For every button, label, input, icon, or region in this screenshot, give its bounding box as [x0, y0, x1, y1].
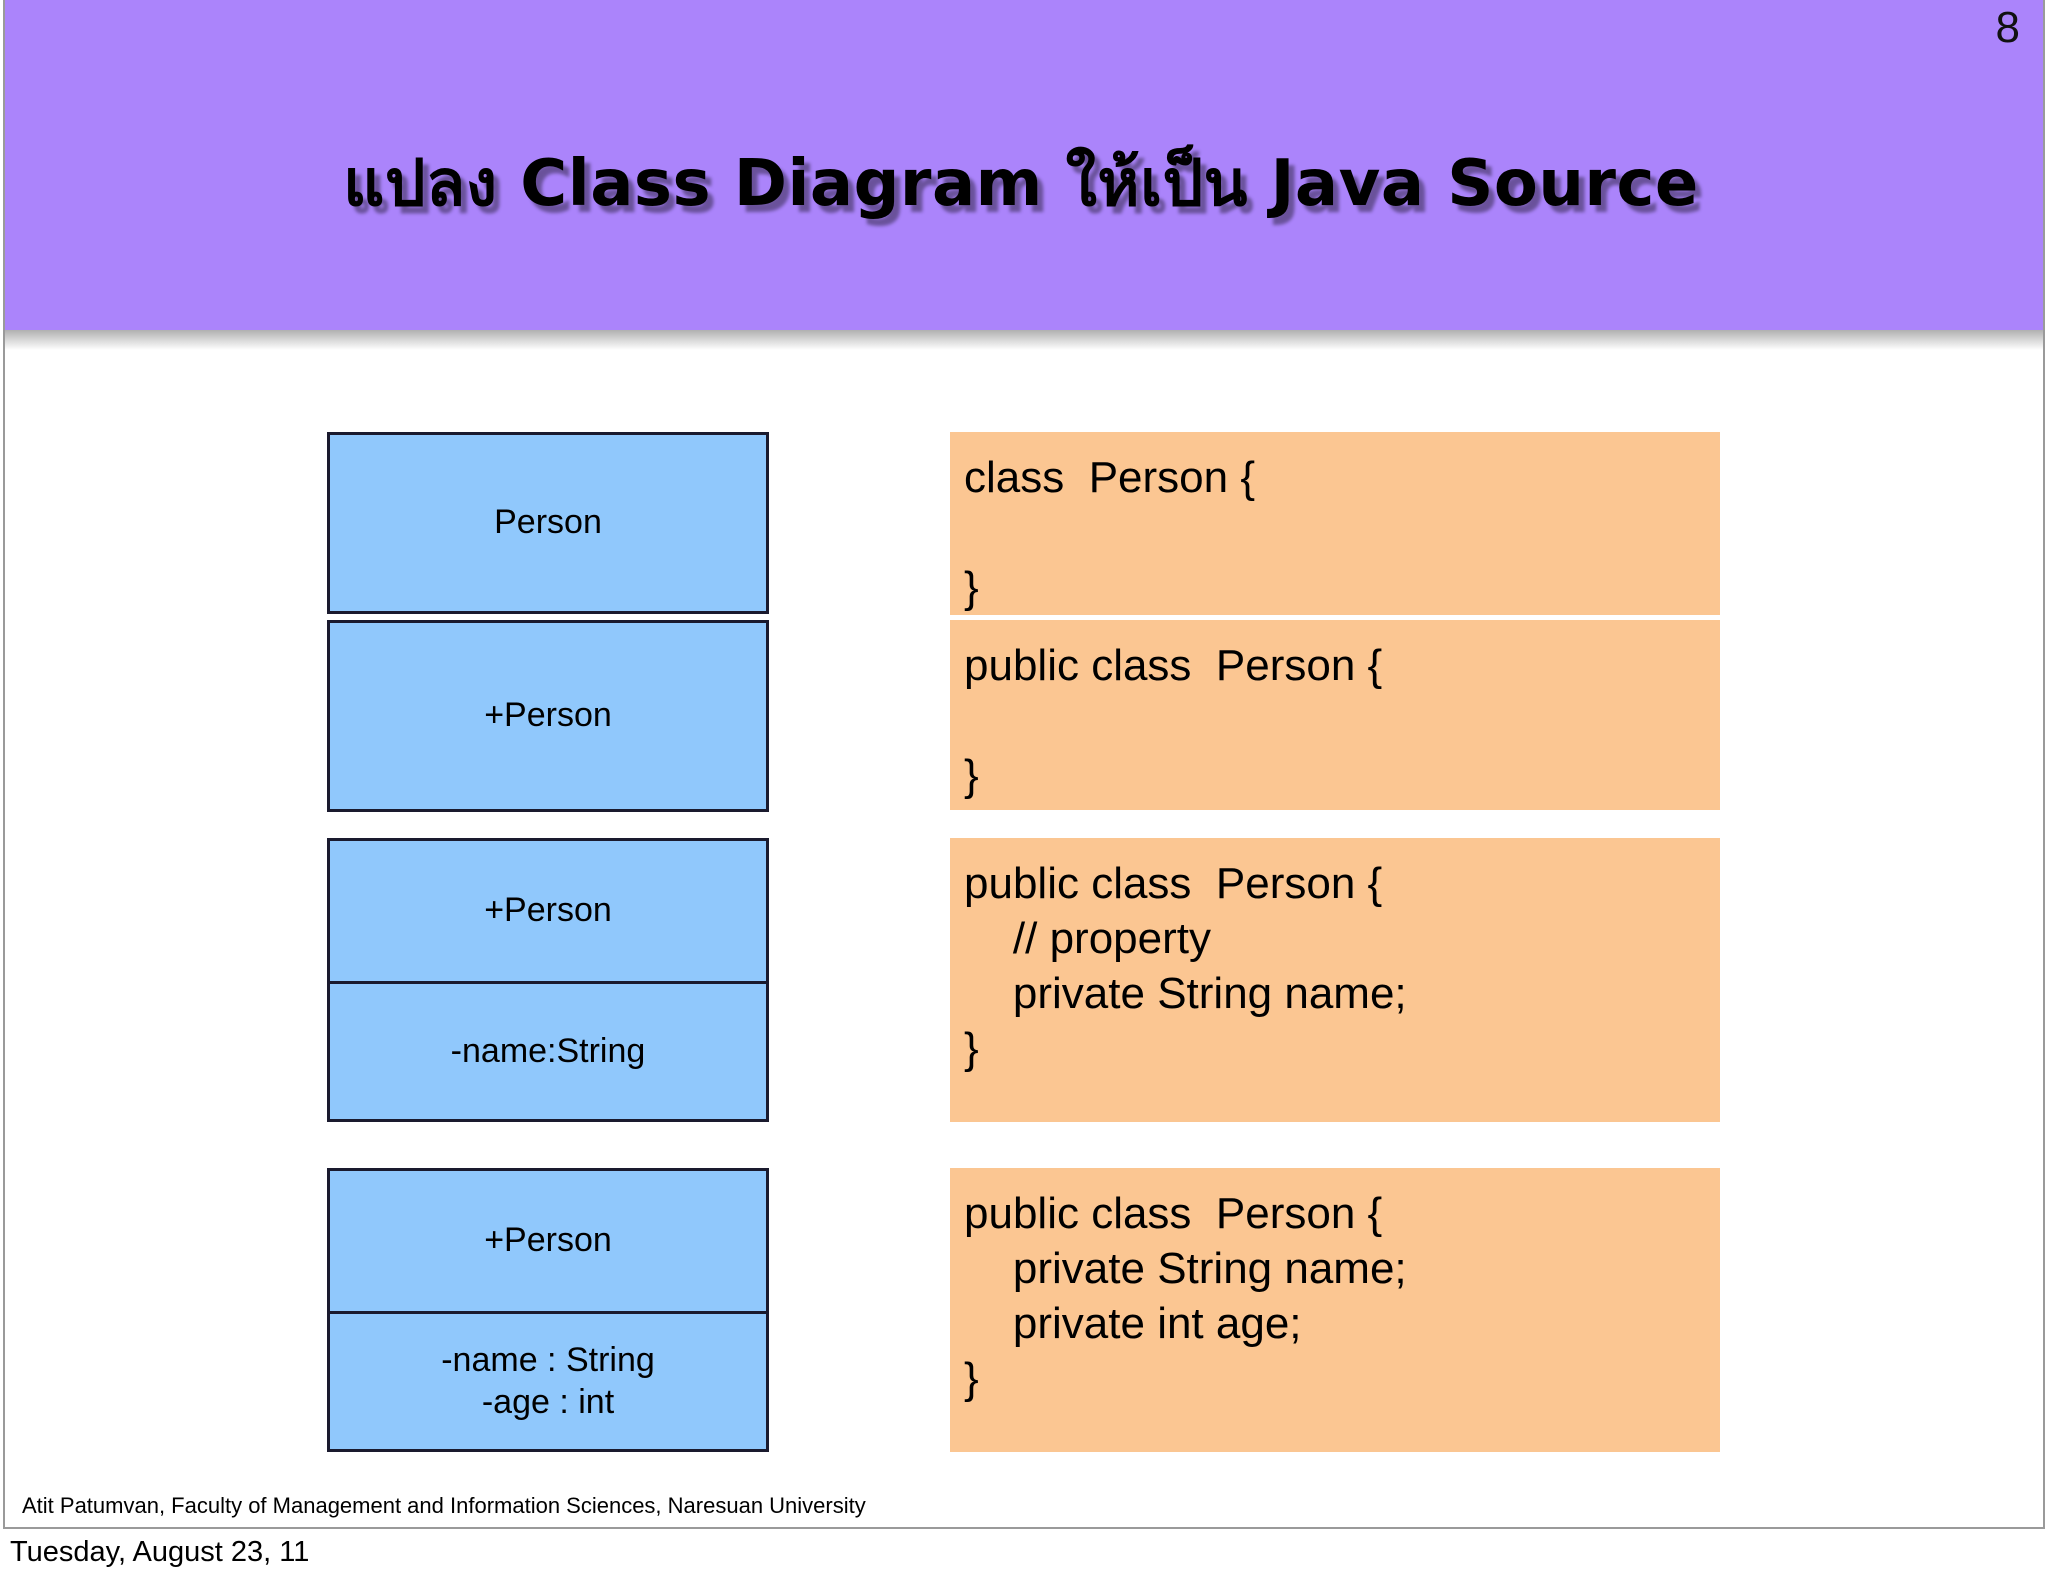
- java-code-box-2: public class Person { }: [950, 620, 1720, 810]
- uml-attributes-compartment: -name : String -age : int: [330, 1311, 766, 1449]
- uml-class-name-text: +Person: [484, 891, 612, 930]
- code-line: class Person {: [964, 453, 1256, 502]
- uml-attribute-text: -name : String: [441, 1341, 655, 1380]
- uml-class-name-text: +Person: [484, 1221, 612, 1260]
- uml-class-name-compartment: +Person: [330, 841, 766, 981]
- uml-class-name-compartment: Person: [330, 435, 766, 611]
- slide-header-band: [3, 0, 2045, 330]
- uml-attribute-text: -age : int: [481, 1382, 615, 1421]
- slide-content: Person class Person { } +Person public c…: [327, 432, 1720, 1452]
- java-code-box-3: public class Person { // property privat…: [950, 838, 1720, 1122]
- uml-class-name-text: Person: [494, 503, 602, 542]
- uml-class-box-3: +Person -name:String: [327, 838, 769, 1122]
- footer-date: Tuesday, August 23, 11: [10, 1536, 310, 1568]
- uml-class-name-compartment: +Person: [330, 1171, 766, 1311]
- java-code-box-1: class Person { }: [950, 432, 1720, 615]
- code-line: public class Person {: [964, 859, 1383, 908]
- code-line: public class Person {: [964, 1189, 1383, 1238]
- uml-class-box-4: +Person -name : String -age : int: [327, 1168, 769, 1452]
- header-drop-shadow: [3, 330, 2045, 350]
- footer-credit: Atit Patumvan, Faculty of Management and…: [22, 1493, 866, 1518]
- java-code-box-4: public class Person { private String nam…: [950, 1168, 1720, 1452]
- code-line: }: [964, 1024, 979, 1073]
- code-line-blank: [964, 505, 1720, 560]
- uml-attributes-compartment: -name:String: [330, 981, 766, 1119]
- code-line-blank: [964, 693, 1720, 748]
- code-line: private String name;: [964, 969, 1407, 1018]
- uml-class-box-2: +Person: [327, 620, 769, 812]
- code-line: public class Person {: [964, 641, 1383, 690]
- uml-attribute-text: -name:String: [450, 1031, 646, 1070]
- uml-class-box-1: Person: [327, 432, 769, 614]
- code-line: }: [964, 563, 979, 612]
- code-line: private String name;: [964, 1244, 1407, 1293]
- code-line: // property: [964, 914, 1211, 963]
- uml-class-name-compartment: +Person: [330, 623, 766, 809]
- uml-class-name-text: +Person: [484, 696, 612, 735]
- page-number: 8: [1995, 3, 2020, 52]
- code-line: private int age;: [964, 1299, 1302, 1348]
- code-line: }: [964, 751, 979, 800]
- code-line: }: [964, 1354, 979, 1403]
- page-title: แปลง Class Diagram ให้เป็น Java Source: [343, 147, 1699, 221]
